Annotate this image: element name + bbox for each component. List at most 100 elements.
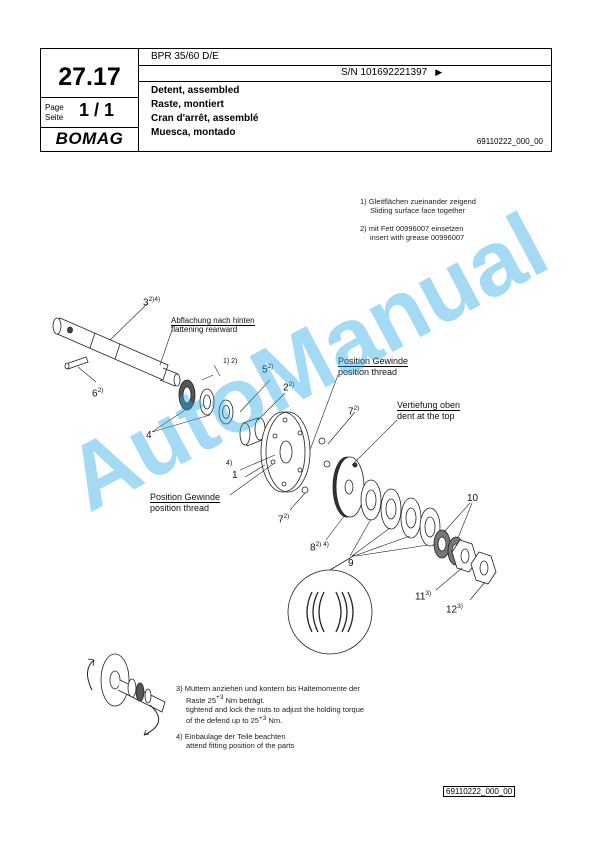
part-note: 2) (353, 405, 360, 412)
part-label-2: 22) (283, 381, 294, 393)
bomag-logo: BOMAG (55, 129, 124, 148)
note-2: 2) mit Fett 00996007 einsetzen insert wi… (360, 224, 464, 242)
part-label-4: 4 (146, 430, 152, 441)
page-number: 1 / 1 (79, 100, 115, 120)
part-label-3: 32)4) (143, 296, 160, 308)
note-3-tolerance: +3 (258, 714, 267, 722)
washer-small (433, 529, 451, 559)
pin (64, 356, 89, 370)
callout-flattening-de: Abflachung nach hinten (171, 316, 255, 326)
header-divider (138, 65, 551, 66)
callout-flattening: Abflachung nach hinten flattening rearwa… (171, 316, 255, 334)
callout-dent: Vertiefung oben dent at the top (397, 400, 461, 422)
note-3-line: tightend and lock the nuts to adjust the… (186, 704, 365, 714)
note-1: 1) Gleitflächen zueinander zeigend Slidi… (360, 197, 476, 215)
callout-thread-top: Position Gewinde position thread (338, 356, 409, 378)
page-label-en: Page (45, 103, 64, 112)
washer-dark (178, 379, 196, 411)
ball (318, 437, 326, 445)
title-es: Muesca, montado (151, 127, 236, 138)
note-4-en: attend fitting position of the parts (186, 741, 295, 750)
part-number: 12 (446, 604, 458, 616)
leader-lines (77, 302, 486, 601)
part-label-note-1: 4) (226, 460, 233, 467)
part-number: 5 (262, 364, 268, 376)
model-name: BPR 35/60 D/E (151, 51, 219, 62)
part-note: 3) (425, 590, 432, 597)
note-1-en: Sliding surface face together (370, 206, 466, 215)
part-label-1: 1 (232, 470, 238, 481)
callout-thread-left-de: Position Gewinde (150, 492, 221, 503)
part-number: 3 (143, 297, 149, 309)
header-divider (41, 97, 138, 98)
callout-dent-en: dent at the top (397, 411, 455, 421)
part-note: 3) (457, 603, 463, 610)
note-4: 4) Einbaulage der Teile beachten attend … (176, 732, 294, 750)
part-number: 8 (310, 542, 316, 554)
assembly-sketch (87, 653, 166, 736)
note-2-en: insert with grease 00996007 (370, 233, 465, 242)
title-fr: Cran d'arrêt, assemblé (151, 113, 259, 124)
callout-thread-top-de: Position Gewinde (338, 356, 409, 367)
part-label-10: 10 (467, 493, 479, 504)
spring-washer (380, 488, 402, 530)
spring-washer (360, 479, 382, 521)
page-label-de: Seite (45, 113, 64, 122)
washer (218, 399, 234, 425)
note-3-line: of the defend up to 25 (186, 716, 259, 725)
part-number: 6 (92, 388, 98, 400)
detail-circle (287, 554, 373, 655)
doc-id: 69110222_000_00 (476, 137, 543, 146)
part-note: 2) 4) (315, 541, 329, 548)
part-note: 2) (97, 387, 104, 394)
shaft (52, 317, 181, 387)
note-1-de: 1) Gleitflächen zueinander zeigend (360, 197, 476, 206)
ball (301, 486, 309, 494)
ball (323, 460, 331, 468)
title-de: Raste, montiert (151, 99, 224, 110)
note-3-tolerance: +3 (216, 694, 224, 701)
part-label-12: 123) (446, 603, 463, 615)
part-note: 2) (283, 513, 290, 520)
note-3-line: Nm. (268, 716, 283, 725)
footer-doc-id: 69110222_000_00 (443, 786, 516, 797)
flange-plate (260, 411, 311, 493)
note-4-de: 4) Einbaulage der Teile beachten (176, 732, 286, 741)
note-3-line: 3) Muttern anziehen und kontern bis Halt… (176, 684, 360, 693)
bushing (239, 417, 266, 447)
section-number: 27.17 (58, 63, 121, 91)
note-3-line: Raste 25 (186, 695, 217, 705)
detent-disc (332, 456, 365, 518)
part-label-11: 113) (415, 590, 431, 602)
part-note: 2)4) (148, 296, 161, 303)
part-label-5: 52) (262, 363, 273, 375)
part-label-6: 62) (92, 387, 103, 399)
part-label-7a: 72) (348, 405, 359, 417)
nut (470, 551, 497, 585)
part-number: 11 (415, 591, 426, 603)
header-divider (138, 49, 139, 151)
part-note: 2) (267, 363, 274, 370)
serial-text: S/N 101692221397 (341, 67, 428, 78)
title-en: Detent, assembled (151, 85, 240, 96)
note-2-de: 2) mit Fett 00996007 einsetzen (360, 224, 464, 233)
part-label-9: 9 (348, 558, 354, 569)
part-note: 2) (288, 381, 295, 388)
washer (199, 388, 215, 416)
note-3-line: Nm beträgt. (225, 695, 265, 705)
header-box: 27.17 Page Seite 1 / 1 BOMAG BPR 35/60 D… (40, 48, 552, 152)
serial-number: S/N 101692221397▶ (341, 67, 442, 78)
header-divider (41, 127, 138, 128)
callout-flattening-en: flattening rearward (171, 325, 238, 334)
part-label-8: 82) 4) (310, 541, 329, 553)
callout-thread-top-en: position thread (338, 367, 398, 377)
callout-thread-left: Position Gewinde position thread (150, 492, 221, 514)
header-divider (138, 81, 551, 82)
note-3: 3) Muttern anziehen und kontern bis Halt… (176, 684, 364, 725)
callout-dent-de: Vertiefung oben (397, 400, 461, 411)
part-number: 2 (283, 382, 289, 394)
callout-thread-left-en: position thread (150, 503, 210, 513)
part-number: 7 (348, 406, 354, 418)
part-number: 7 (278, 514, 284, 526)
